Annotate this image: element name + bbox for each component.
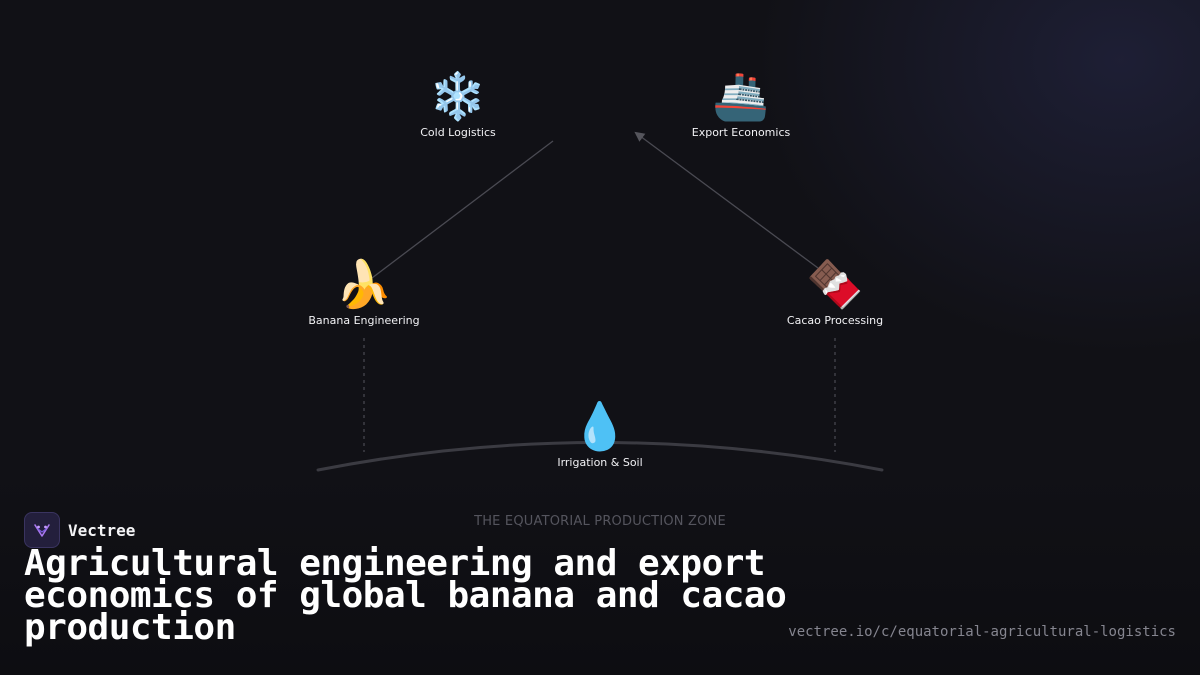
page-title: Agricultural engineering and export econ… — [24, 543, 787, 648]
ship-icon: 🚢 — [712, 69, 770, 123]
brand[interactable]: Vectree — [24, 512, 135, 548]
droplet-icon: 💧 — [571, 399, 629, 453]
node-export-economics[interactable]: 🚢 Export Economics — [661, 68, 821, 139]
node-label: Cold Logistics — [420, 126, 496, 139]
node-label: Cacao Processing — [786, 314, 884, 327]
node-label: Irrigation & Soil — [557, 456, 643, 469]
node-label: Export Economics — [691, 126, 791, 139]
chocolate-icon: 🍫 — [806, 257, 864, 311]
equatorial-zone-arc — [316, 441, 884, 472]
node-cold-logistics[interactable]: ❄️ Cold Logistics — [378, 68, 538, 139]
node-irrigation-soil[interactable]: 💧 Irrigation & Soil — [520, 398, 680, 469]
node-banana-engineering[interactable]: 🍌 Banana Engineering — [284, 256, 444, 327]
vectree-logo-icon — [24, 512, 60, 548]
brand-name: Vectree — [68, 520, 136, 540]
zone-label: THE EQUATORIAL PRODUCTION ZONE — [474, 514, 726, 529]
node-label: Banana Engineering — [308, 314, 420, 327]
connector-banana-to-cold — [371, 140, 554, 279]
node-cacao-processing[interactable]: 🍫 Cacao Processing — [755, 256, 915, 327]
banana-icon: 🍌 — [335, 257, 393, 311]
connector-cacao-to-export — [634, 131, 819, 269]
snowflake-icon: ❄️ — [429, 69, 487, 123]
source-url[interactable]: vectree.io/c/equatorial-agricultural-log… — [788, 624, 1176, 640]
